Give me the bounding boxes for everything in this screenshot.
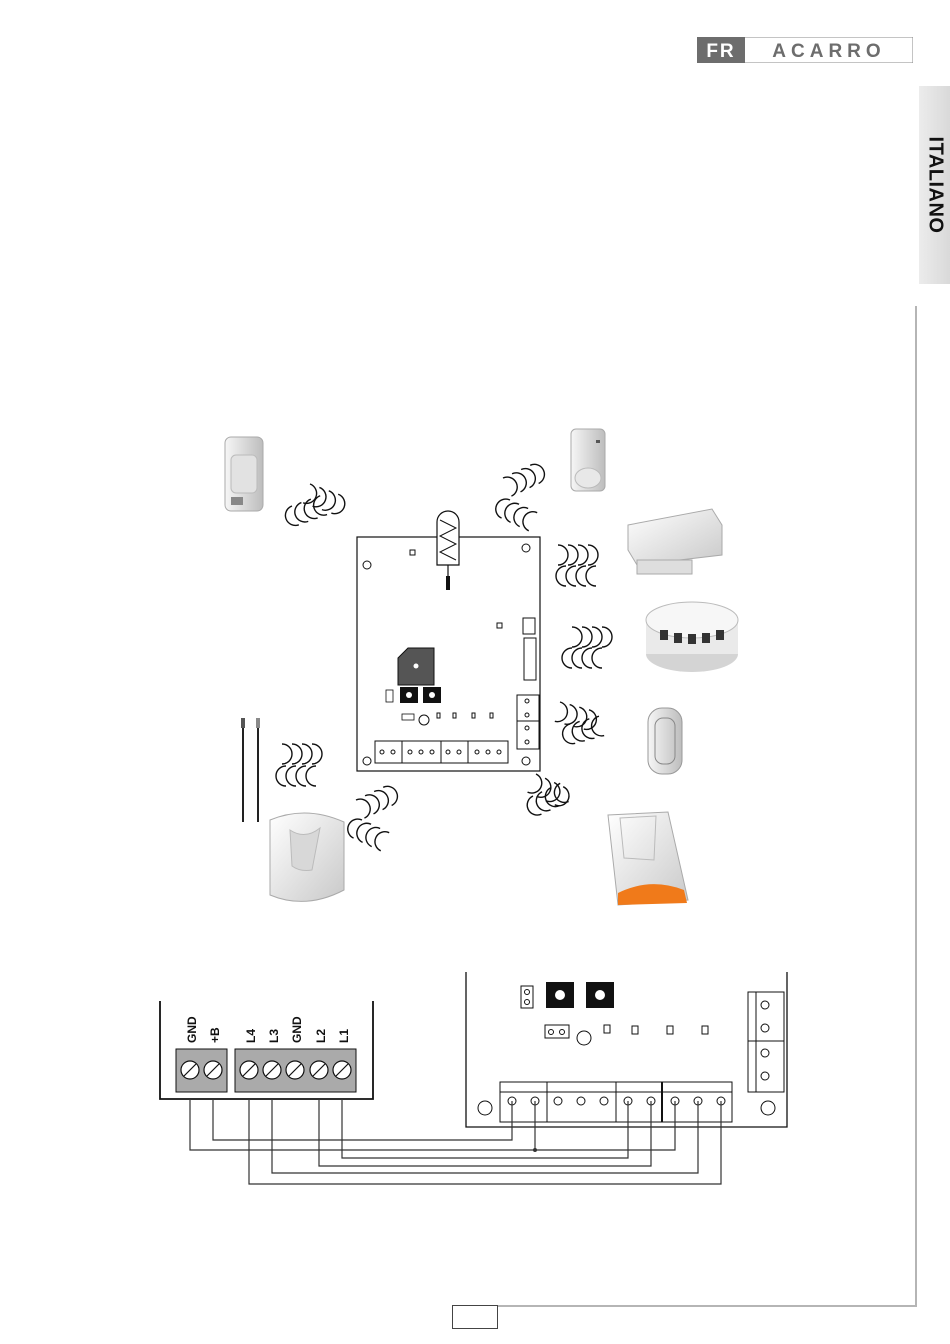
terminal-label-l4: L4 xyxy=(244,1029,258,1043)
magnetic-contact-icon xyxy=(628,509,722,574)
remote-control-icon xyxy=(648,708,682,774)
board-detail xyxy=(466,972,787,1127)
pir-detector-icon xyxy=(225,437,263,511)
keypad-terminal-panel xyxy=(160,1001,373,1099)
control-board xyxy=(357,511,540,771)
outdoor-siren-icon xyxy=(608,812,688,905)
dual-detector-icon xyxy=(571,429,605,491)
terminal-labels: GND +B L4 L3 GND L2 L1 xyxy=(185,1016,351,1043)
terminal-label-gnd: GND xyxy=(290,1016,304,1043)
terminal-label-l2: L2 xyxy=(314,1029,328,1043)
terminal-label-l1: L1 xyxy=(337,1029,351,1043)
antenna-cable-icon xyxy=(241,718,260,822)
wiring xyxy=(190,1099,721,1184)
wire-junction xyxy=(533,1148,537,1152)
smoke-detector-icon xyxy=(646,602,738,672)
terminal-label-l3: L3 xyxy=(267,1029,281,1043)
terminal-label-plus-b: +B xyxy=(208,1027,222,1043)
wall-keypad-icon xyxy=(270,813,344,901)
terminal-label-gnd-b: GND xyxy=(185,1016,199,1043)
